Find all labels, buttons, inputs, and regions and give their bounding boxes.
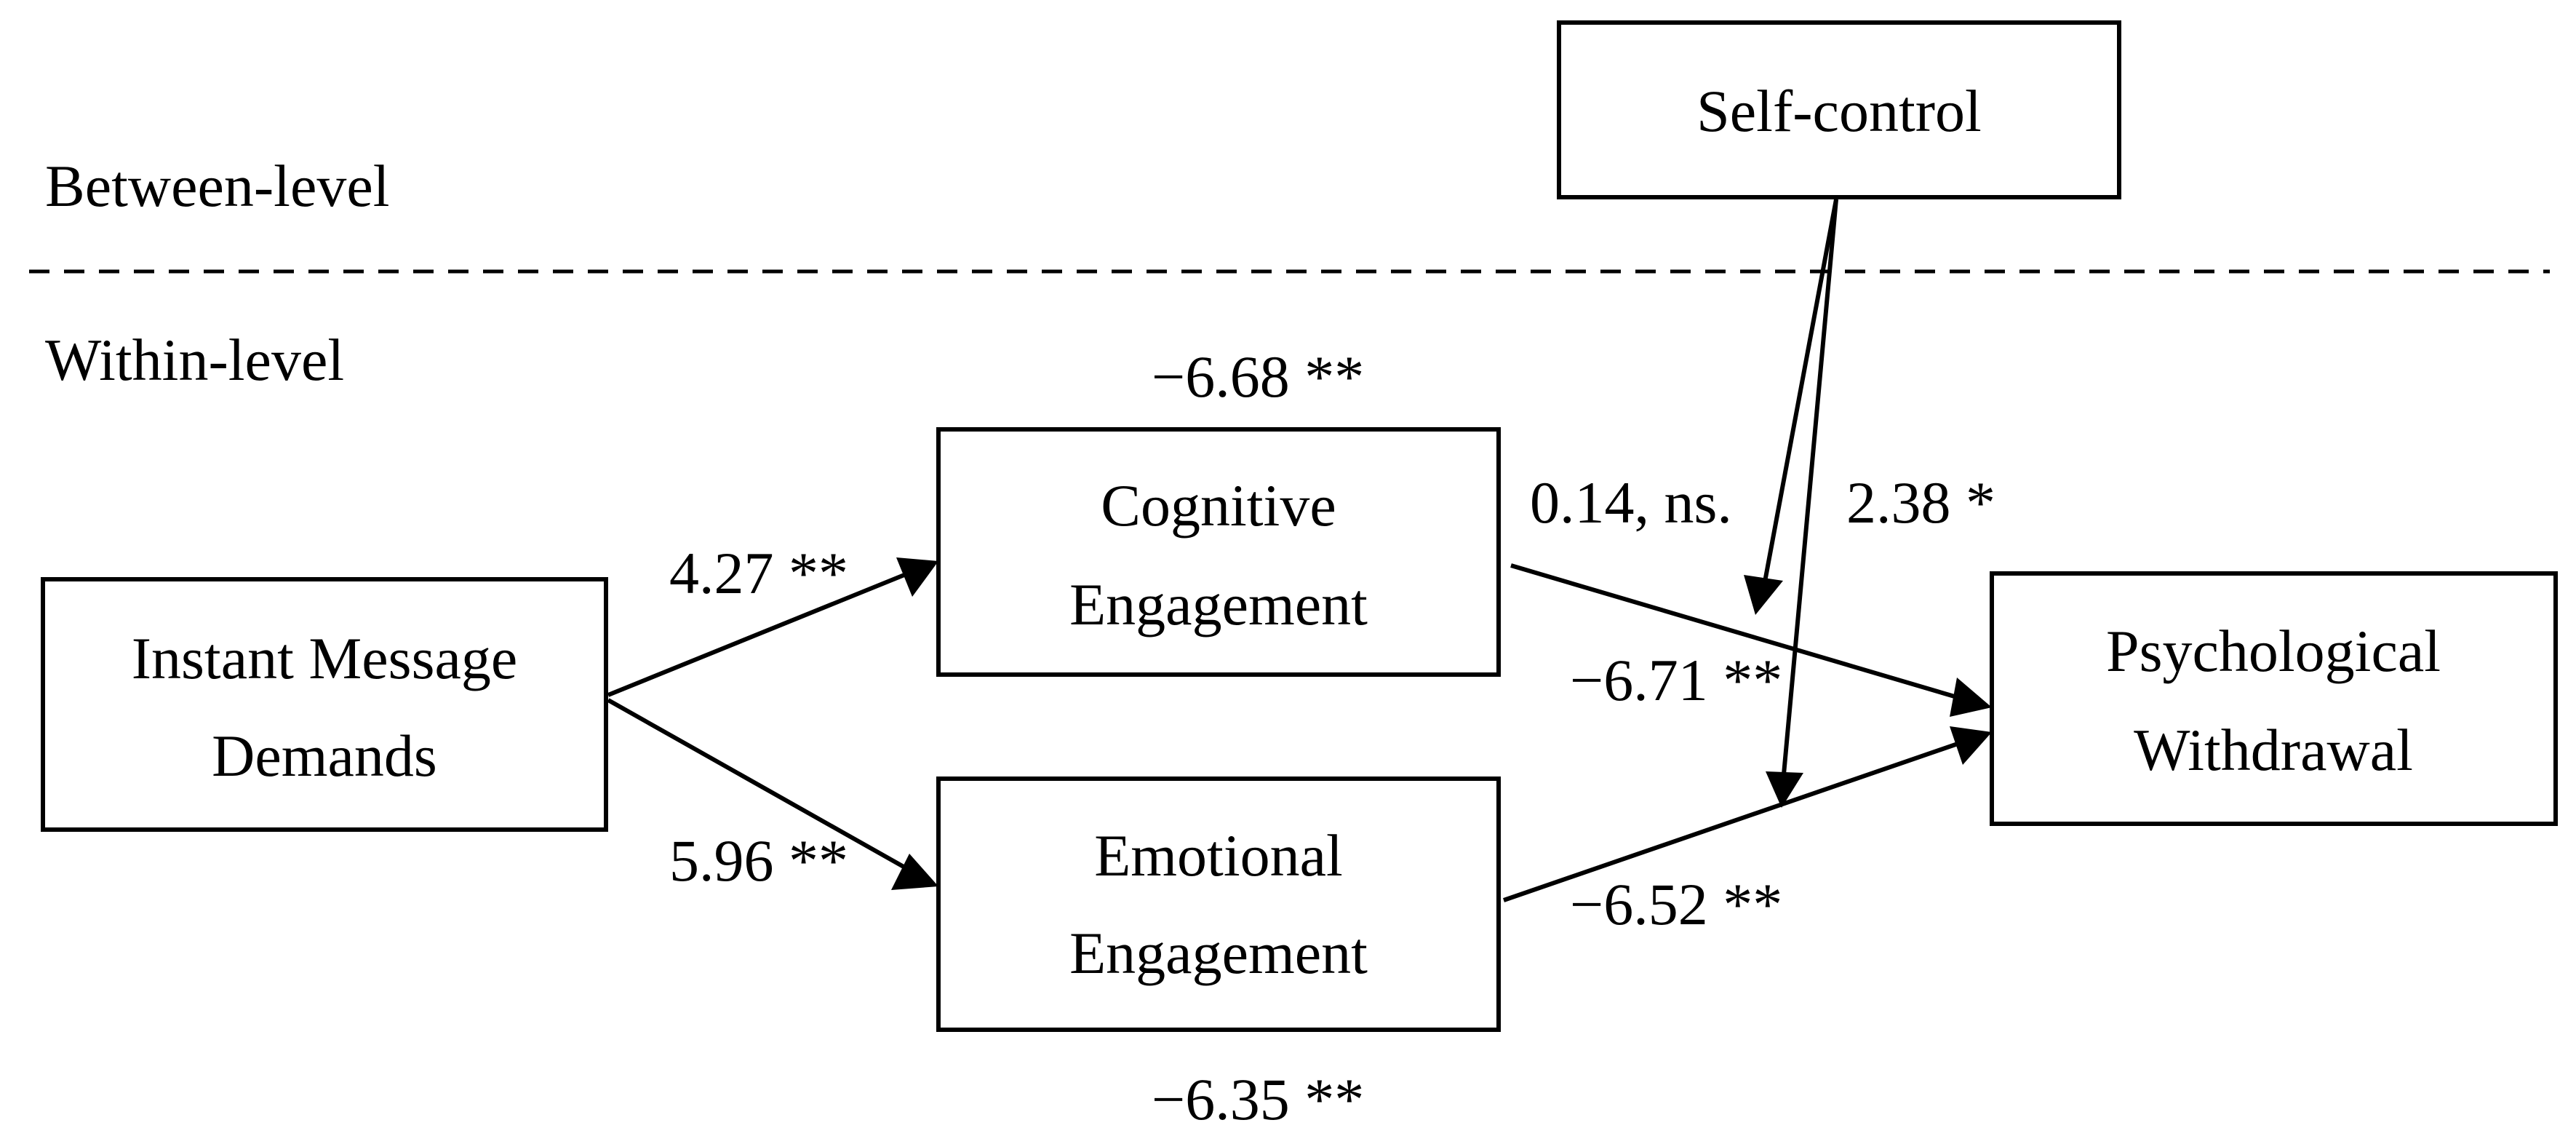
coef-emotional-to-withdrawal: −6.52 ** [1570, 871, 1782, 937]
arrow-moderation-emotional-path [1766, 199, 1838, 808]
emotional-label-line2: Engagement [1069, 920, 1368, 986]
coef-imd-to-cognitive: 4.27 ** [669, 540, 848, 606]
withdrawal-label-line1: Psychological [2106, 618, 2441, 684]
instant-message-label-line2: Demands [212, 723, 437, 789]
coef-imd-to-emotional: 5.96 ** [669, 827, 848, 894]
instant-message-label-line1: Instant Message [132, 625, 518, 691]
arrow-imd-to-cognitive [607, 557, 938, 697]
emotional-label-line1: Emotional [1094, 822, 1343, 889]
psychological-withdrawal-node: Psychological Withdrawal [1990, 571, 2558, 826]
cognitive-label-line2: Engagement [1069, 571, 1368, 637]
cognitive-label-line1: Cognitive [1101, 472, 1336, 539]
coef-moderation-cognitive: 0.14, ns. [1530, 469, 1732, 536]
coef-moderation-emotional: 2.38 * [1846, 469, 1995, 536]
coef-cognitive-to-withdrawal: −6.71 ** [1570, 647, 1782, 713]
self-control-node: Self-control [1557, 20, 2121, 199]
between-level-label: Between-level [45, 153, 390, 219]
emotional-engagement-node: Emotional Engagement [936, 776, 1501, 1032]
arrow-cognitive-to-withdrawal [1510, 563, 1992, 717]
coef-emotional-indirect: −6.35 ** [1152, 1066, 1364, 1132]
withdrawal-label-line2: Withdrawal [2134, 717, 2413, 783]
self-control-label: Self-control [1696, 78, 1982, 144]
arrow-moderation-cognitive-path [1744, 199, 1838, 615]
arrow-imd-to-emotional [607, 698, 938, 890]
arrow-emotional-to-withdrawal [1503, 726, 1992, 902]
coef-cognitive-indirect: −6.68 ** [1152, 343, 1364, 410]
within-level-label: Within-level [45, 327, 344, 393]
cognitive-engagement-node: Cognitive Engagement [936, 427, 1501, 677]
instant-message-demands-node: Instant Message Demands [41, 577, 608, 832]
